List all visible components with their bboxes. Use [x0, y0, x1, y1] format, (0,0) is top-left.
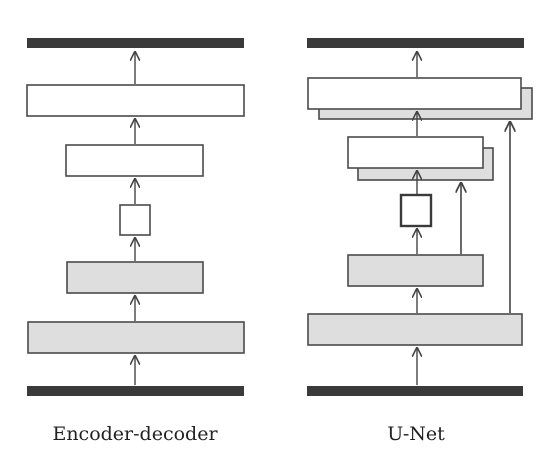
unet-decoder-block-small [347, 136, 484, 169]
encoder-decoder-diagram: Encoder-decoder [26, 38, 245, 445]
bottleneck-block [119, 204, 151, 236]
unet-encoder-block-large [307, 313, 523, 346]
unet-diagram: U-Net [307, 38, 533, 445]
decoder-block-large [26, 84, 245, 117]
decoder-block-small [65, 144, 204, 177]
unet-encoder-block-small [347, 254, 484, 287]
encoder-decoder-label: Encoder-decoder [52, 423, 218, 445]
unet-bottleneck-block [399, 193, 433, 228]
unet-decoder-block-large [307, 77, 522, 110]
input-bar [27, 386, 244, 396]
unet-output-bar [307, 38, 524, 48]
unet-label: U-Net [387, 423, 445, 445]
output-bar [27, 38, 244, 48]
unet-input-bar [307, 386, 523, 396]
encoder-block-small [66, 261, 204, 294]
encoder-block-large [27, 321, 245, 354]
